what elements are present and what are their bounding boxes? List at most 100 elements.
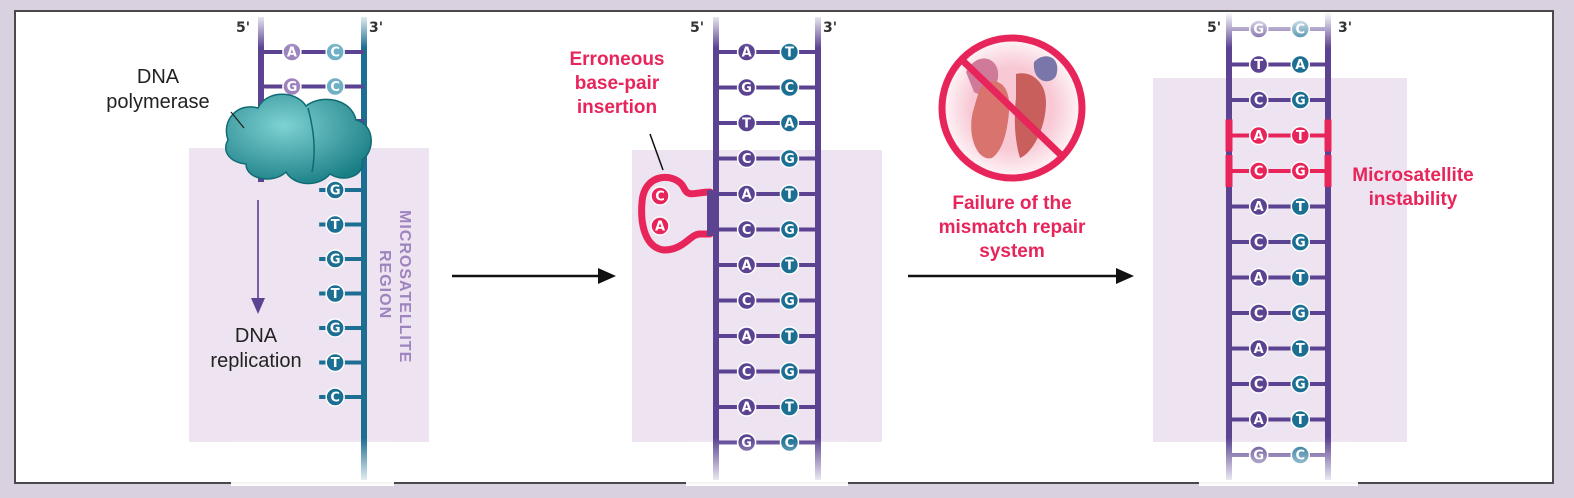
dna-polymerase-icon [225, 93, 372, 185]
svg-text:A: A [784, 117, 794, 132]
arrow-2 [908, 268, 1134, 284]
base-c: C [736, 361, 757, 382]
base-t: T [779, 326, 800, 346]
svg-text:A: A [1254, 200, 1264, 215]
svg-text:C: C [742, 365, 752, 380]
svg-text:G: G [1295, 236, 1306, 251]
svg-text:C: C [742, 294, 752, 309]
base-t: T [1290, 125, 1311, 146]
svg-text:A: A [1254, 129, 1264, 144]
svg-text:G: G [784, 152, 795, 167]
svg-text:G: G [287, 80, 298, 95]
svg-text:T: T [1296, 129, 1305, 144]
base-g: G [736, 77, 757, 98]
svg-text:G: G [330, 253, 341, 268]
base-pair-row: G [319, 318, 364, 338]
dna-ladder-2: ATGCTACGATCGATCGATCGATGCCA [650, 12, 848, 486]
svg-text:T: T [785, 46, 794, 61]
svg-text:A: A [742, 401, 752, 416]
base-g: G [779, 219, 800, 240]
svg-text:C: C [330, 391, 340, 406]
dna-ladder-3: GCTACGATCGATCGATCGATCGATGC [1199, 12, 1358, 486]
svg-text:A: A [742, 330, 752, 345]
base-t: T [1290, 267, 1311, 288]
base-g: G [779, 148, 800, 169]
microsatellite-region-1 [189, 148, 429, 442]
svg-text:G: G [1295, 94, 1306, 109]
diagram-canvas: ACGCCGTGTGTGTCATGCTACGATCGATCGATCGATGCCA… [189, 12, 1407, 486]
base-a: A [1248, 196, 1269, 217]
base-a: A [1248, 409, 1269, 430]
base-a: A [736, 326, 757, 346]
svg-text:A: A [287, 46, 297, 61]
svg-text:C: C [742, 152, 752, 167]
base-c: C [325, 76, 345, 97]
base-g: G [325, 249, 345, 269]
svg-text:C: C [785, 81, 795, 96]
svg-text:C: C [330, 46, 340, 61]
base-t: T [1248, 54, 1269, 75]
base-t: T [325, 214, 345, 235]
base-g: G [1290, 303, 1311, 323]
base-t: T [779, 255, 800, 275]
base-a: A [736, 184, 757, 204]
base-c: C [736, 290, 757, 311]
svg-text:T: T [785, 259, 794, 274]
svg-text:T: T [1296, 342, 1305, 357]
svg-text:C: C [1254, 307, 1264, 322]
svg-text:G: G [1295, 378, 1306, 393]
base-g: G [1290, 161, 1311, 181]
base-t: T [1290, 196, 1311, 217]
svg-text:A: A [742, 188, 752, 203]
svg-text:A: A [1254, 271, 1264, 286]
figure-frame: ACGCCGTGTGTGTCATGCTACGATCGATCGATCGATGCCA… [14, 10, 1554, 486]
svg-text:G: G [1295, 165, 1306, 180]
svg-text:A: A [742, 259, 752, 274]
base-a: A [779, 113, 800, 133]
base-g: G [325, 180, 345, 200]
base-t: T [736, 113, 757, 133]
base-c: C [779, 77, 800, 98]
base-c: C [736, 148, 757, 169]
svg-text:T: T [331, 218, 340, 233]
base-g: G [1290, 232, 1311, 252]
three-prime-label-1: 3' [369, 20, 384, 36]
base-pair-row: G [319, 180, 364, 200]
base-c: C [325, 387, 345, 407]
base-t: T [325, 352, 345, 373]
base-a: A [1248, 338, 1269, 359]
svg-text:G: G [330, 184, 341, 199]
svg-text:G: G [784, 294, 795, 309]
svg-text:A: A [1254, 413, 1264, 428]
base-t: T [1290, 409, 1311, 430]
base-pair-row: T [319, 283, 364, 304]
base-c: C [1248, 303, 1269, 323]
svg-text:C: C [1254, 236, 1264, 251]
insertion-loop [638, 133, 714, 254]
base-t: T [325, 283, 345, 304]
svg-text:C: C [1254, 165, 1264, 180]
base-c: C [1248, 90, 1269, 110]
base-a: A [736, 397, 757, 417]
base-g: G [1290, 90, 1311, 110]
svg-text:T: T [331, 287, 340, 302]
svg-text:T: T [785, 330, 794, 345]
three-prime-label-3: 3' [1338, 20, 1353, 36]
base-c: C [1248, 161, 1269, 181]
